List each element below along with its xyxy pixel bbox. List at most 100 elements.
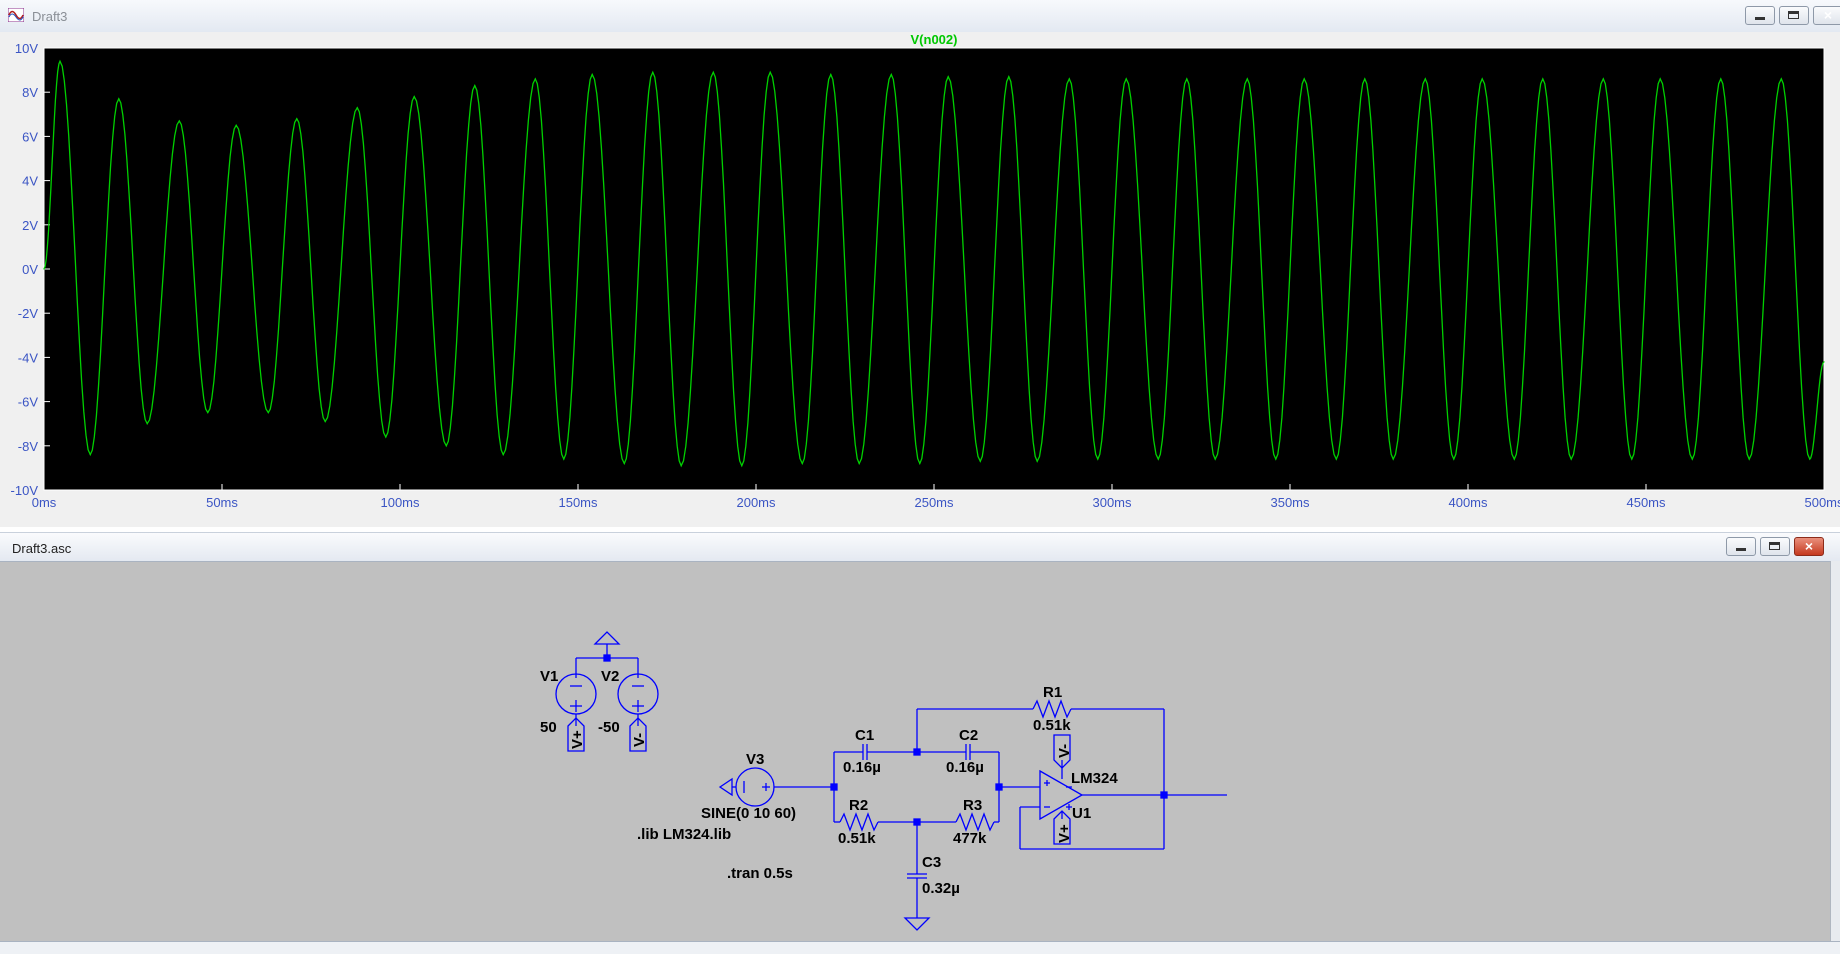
junction-dot [603, 654, 611, 662]
y-tick-label: 0V [22, 262, 38, 277]
trace-point [947, 76, 949, 78]
r2-name: R2 [849, 797, 868, 814]
y-tick-label: 8V [22, 85, 38, 100]
schematic-maximize-button[interactable] [1760, 537, 1790, 556]
v2-value: -50 [598, 719, 620, 736]
trace-point [1097, 458, 1099, 460]
trace-point [146, 423, 148, 425]
trace-point [1364, 78, 1366, 80]
y-tick-label: 10V [15, 41, 38, 56]
r3-value: 477k [953, 830, 987, 847]
minimize-button[interactable] [1745, 6, 1775, 25]
trace-point [445, 445, 447, 447]
trace-point [1780, 78, 1782, 80]
schematic-titlebar[interactable]: Draft3.asc × [0, 532, 1840, 562]
trace-point [502, 454, 504, 456]
voltage-source-v2[interactable] [617, 673, 659, 752]
trace-point [769, 71, 771, 73]
capacitor-c1[interactable] [862, 744, 868, 760]
schematic-close-button[interactable]: × [1794, 537, 1824, 556]
x-tick-label: 500ms [1804, 495, 1840, 510]
trace-point [1513, 458, 1515, 460]
v2-port-label: V- [631, 733, 648, 747]
trace-point [680, 465, 682, 467]
x-tick-label: 300ms [1092, 495, 1132, 510]
trace-point [474, 84, 476, 87]
voltage-source-v1[interactable] [555, 673, 597, 752]
trace-point [1453, 458, 1455, 460]
v1-port-label: V+ [569, 730, 586, 749]
waveform-titlebar[interactable]: Draft3 × [0, 0, 1840, 33]
ltspice-app-icon [8, 8, 24, 22]
x-tick-label: 100ms [380, 495, 420, 510]
trace-point [207, 412, 209, 414]
trace-point [1246, 78, 1248, 80]
c1-value: 0.16µ [843, 759, 881, 776]
ground-symbol-bottom[interactable] [903, 917, 931, 931]
trace-point [1809, 458, 1811, 460]
trace-point [858, 462, 860, 465]
trace-point [1691, 458, 1693, 460]
trace-point [979, 460, 981, 462]
capacitor-c2[interactable] [965, 744, 971, 760]
maximize-icon [1769, 542, 1780, 550]
trace-point [1157, 458, 1159, 460]
ground-symbol-top[interactable] [593, 631, 621, 658]
close-icon: × [1804, 538, 1814, 554]
schematic-window-title: Draft3.asc [12, 541, 72, 556]
trace-point [235, 124, 237, 126]
c3-name: C3 [922, 854, 941, 871]
trace-point [1542, 78, 1544, 80]
trace-point [652, 71, 654, 73]
schematic-minimize-button[interactable] [1726, 537, 1756, 556]
resistor-r3[interactable] [955, 812, 995, 832]
maximize-icon [1788, 11, 1799, 19]
opamp-u1[interactable] [1039, 734, 1084, 845]
trace-point [1392, 458, 1394, 460]
x-tick-label: 150ms [558, 495, 598, 510]
v3-name: V3 [746, 751, 764, 768]
trace-point [1659, 78, 1661, 80]
trace-label[interactable]: V(n002) [911, 32, 958, 47]
trace-point [59, 60, 61, 62]
lib-directive[interactable]: .lib LM324.lib [637, 826, 731, 843]
u1-bottom-port-label: V+ [1056, 824, 1073, 843]
r3-name: R3 [963, 797, 982, 814]
x-tick-label: 400ms [1448, 495, 1488, 510]
c1-name: C1 [855, 727, 874, 744]
y-tick-label: -6V [18, 395, 39, 410]
minimize-icon [1736, 548, 1746, 551]
tran-directive[interactable]: .tran 0.5s [727, 865, 793, 882]
voltage-source-v3[interactable] [718, 767, 775, 807]
schematic-bottom-frame [0, 941, 1840, 954]
resistor-r2[interactable] [839, 812, 879, 832]
trace-point [1424, 78, 1426, 80]
capacitor-c3[interactable] [907, 873, 927, 879]
x-tick-label: 250ms [914, 495, 954, 510]
c2-value: 0.16µ [946, 759, 984, 776]
v1-name: V1 [540, 668, 558, 685]
waveform-trace[interactable] [43, 59, 1825, 468]
trace-point [1570, 458, 1572, 460]
trace-point [534, 78, 536, 80]
u1-model: LM324 [1071, 770, 1118, 787]
maximize-button[interactable] [1779, 6, 1809, 25]
trace-point [118, 98, 120, 100]
trace-point [919, 462, 921, 465]
resistor-r1[interactable] [1032, 699, 1072, 719]
trace-point [890, 73, 892, 76]
c3-value: 0.32µ [922, 880, 960, 897]
trace-point [1125, 78, 1127, 80]
r1-name: R1 [1043, 684, 1062, 701]
y-tick-label: 6V [22, 129, 38, 144]
close-button[interactable]: × [1813, 6, 1840, 25]
y-tick-label: 4V [22, 174, 38, 189]
schematic-vertical-scrollbar[interactable] [1830, 561, 1840, 941]
r1-value: 0.51k [1033, 717, 1071, 734]
schematic-canvas[interactable]: V1 50 V+ V2 -50 V- V3 SINE(0 10 60) [0, 561, 1830, 941]
x-tick-label: 200ms [736, 495, 776, 510]
